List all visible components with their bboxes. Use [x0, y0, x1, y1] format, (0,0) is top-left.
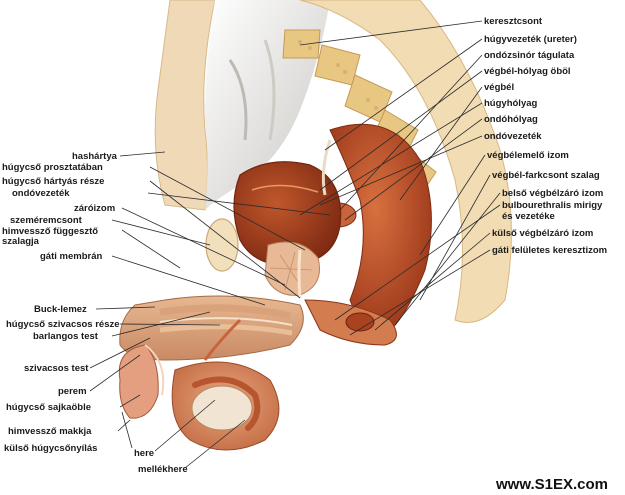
label-superficial-transverse-perineal: gáti felületes keresztizom: [492, 245, 607, 256]
label-seminal-vesicle: ondóhólyag: [484, 114, 538, 125]
testis: [191, 385, 253, 431]
left-leader-lines: [89, 151, 331, 469]
watermark: www.S1EX.com: [495, 476, 608, 493]
label-rectum: végbél: [484, 82, 514, 93]
label-corpus-spongiosum: szivacsos test: [24, 363, 89, 374]
label-corpus-cavernosum: barlangos test: [33, 331, 99, 342]
label-navicular-fossa: húgycső sajkaöble: [6, 402, 91, 413]
label-buck-fascia: Buck-lemez: [34, 304, 87, 315]
epididymis: [192, 376, 261, 431]
label-sacrum: keresztcsont: [484, 16, 543, 27]
label-anococcygeal-ligament: végbél-farkcsont szalag: [492, 170, 600, 181]
label-glans: himvessző makkja: [8, 426, 92, 437]
anal-canal: [345, 312, 375, 332]
label-sphincter: záróizom: [74, 203, 115, 214]
corpus-spongiosum: [159, 324, 293, 336]
rectum: [329, 123, 432, 336]
label-rectovesical-pouch: végbél-hólyag öböl: [484, 66, 571, 77]
label-urethra-membranous: húgycső hártyás része: [2, 176, 104, 187]
pubic-bone: [205, 218, 239, 272]
corpus-cavernosum: [159, 304, 291, 320]
right-leader-lines: [299, 20, 501, 336]
label-vas-deferens-left: ondóvezeték: [12, 188, 70, 199]
label-hashartya: hashártya: [72, 151, 118, 162]
label-spongy-urethra: húgycső szivacsos része: [6, 319, 120, 330]
label-perineal-membrane: gáti membrán: [40, 251, 102, 262]
label-external-meatus: külső húgycsőnyílás: [4, 443, 97, 454]
label-bulbourethral-gland-1: bulbourethralis mirigy: [502, 200, 603, 211]
label-ampulla: ondózsinór tágulata: [484, 50, 575, 61]
label-bulbourethral-gland-2: és vezetéke: [502, 211, 555, 222]
label-bladder: húgyhólyag: [484, 98, 538, 109]
label-suspensory-ligament-2: szalagja: [2, 236, 40, 247]
label-testis: here: [134, 448, 154, 459]
label-pubic-bone: szeméremcsont: [10, 215, 83, 226]
label-corona: perem: [58, 386, 87, 397]
label-ureter: húgyvezeték (ureter): [484, 34, 577, 45]
label-vas-deferens-right: ondóvezeték: [484, 131, 542, 142]
label-external-anal-sphincter: külső végbélzáró izom: [492, 228, 593, 239]
label-levator-ani: végbélemelő izom: [487, 150, 569, 161]
label-suspensory-ligament-1: himvessző függesztő: [2, 226, 98, 237]
label-urethra-prostatic: húgycső prosztatában: [2, 162, 103, 173]
label-internal-anal-sphincter: belső végbélzáró izom: [502, 188, 603, 199]
label-epididymis: mellékhere: [138, 464, 188, 475]
